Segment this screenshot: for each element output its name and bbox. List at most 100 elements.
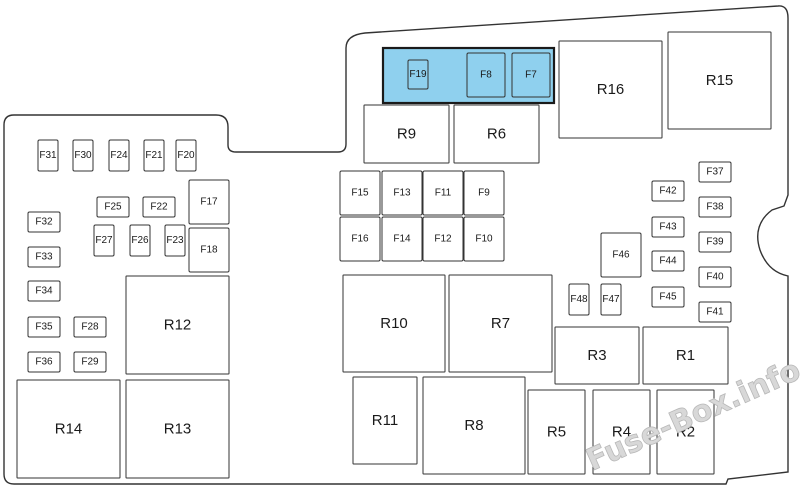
fuse-f42-label: F42: [659, 186, 677, 197]
relay-r12-label: R12: [164, 317, 192, 334]
relay-r6: [453, 104, 540, 164]
fuse-f31-label: F31: [39, 150, 57, 161]
fuse-f17-label: F17: [200, 197, 218, 208]
relay-r5-label: R5: [547, 424, 566, 441]
fuse-f47-label: F47: [602, 294, 620, 305]
fuse-f12-label: F12: [434, 234, 452, 245]
fuse-f48: [568, 283, 590, 316]
relay-r8-label: R8: [464, 417, 483, 434]
fuse-f29: [73, 351, 107, 373]
relay-r2: [656, 389, 715, 475]
fuse-f43: [651, 216, 685, 238]
relay-r13: [125, 379, 230, 479]
fuse-f28-label: F28: [81, 322, 99, 333]
fuse-f44: [651, 250, 685, 272]
relay-r2-label: R2: [676, 424, 695, 441]
relay-r13-label: R13: [164, 421, 192, 438]
fuse-f28: [73, 316, 107, 338]
relay-r9: [363, 104, 450, 164]
relay-r9-label: R9: [397, 126, 416, 143]
fuse-f30-label: F30: [74, 150, 92, 161]
fuse-f22: [142, 196, 176, 218]
fuse-f24-label: F24: [110, 150, 128, 161]
fuse-f13-label: F13: [393, 188, 411, 199]
relay-r14: [16, 379, 121, 479]
fuse-f45: [651, 286, 685, 308]
relay-r6-label: R6: [487, 126, 506, 143]
fuse-f7: [511, 52, 551, 98]
fuse-f16-label: F16: [351, 234, 369, 245]
fuse-f19: [407, 59, 429, 90]
fuse-f34: [27, 280, 61, 302]
fuse-f15-label: F15: [351, 188, 369, 199]
fuse-f40-label: F40: [706, 272, 724, 283]
relay-r10: [342, 274, 446, 373]
fuse-f35: [27, 316, 61, 338]
fuse-f17: [188, 179, 230, 225]
relay-r1: [642, 326, 729, 385]
fuse-f27: [93, 224, 115, 257]
fuse-f32-label: F32: [35, 217, 53, 228]
fuse-f33: [27, 246, 61, 268]
fuse-f8: [466, 52, 506, 98]
fuse-f18: [188, 227, 230, 273]
fuse-f34-label: F34: [35, 286, 53, 297]
relay-r16: [558, 40, 663, 139]
fuse-f14-label: F14: [393, 234, 411, 245]
fuse-f19-label: F19: [409, 69, 427, 80]
fuse-f46-label: F46: [612, 250, 630, 261]
fuse-f40: [698, 266, 732, 288]
fuse-f37-label: F37: [706, 167, 724, 178]
relay-r15: [667, 31, 772, 130]
fuse-f41-label: F41: [706, 307, 724, 318]
fuse-f23: [164, 224, 186, 257]
fuse-f10: [463, 216, 505, 262]
fuse-f18-label: F18: [200, 245, 218, 256]
fuse-f35-label: F35: [35, 322, 53, 333]
fuse-f10-label: F10: [475, 234, 493, 245]
fuse-f41: [698, 301, 732, 323]
fuse-f9: [463, 170, 505, 216]
relay-r10-label: R10: [380, 315, 408, 332]
fuse-f36-label: F36: [35, 357, 53, 368]
fuse-f33-label: F33: [35, 252, 53, 263]
relay-r4: [592, 389, 651, 475]
fuse-f8-label: F8: [480, 70, 492, 81]
fuse-relay-cells: R1R2R3R4R5R6R7R8R9R10R11R12R13R14R15R16F…: [16, 31, 772, 479]
fuse-f39-label: F39: [706, 237, 724, 248]
fuse-f25: [96, 196, 130, 218]
fuse-f27-label: F27: [95, 235, 113, 246]
fuse-f48-label: F48: [570, 294, 588, 305]
fuse-f9-label: F9: [478, 188, 490, 199]
fuse-f20-label: F20: [177, 150, 195, 161]
fuse-f21: [143, 139, 165, 172]
relay-r11-label: R11: [372, 412, 398, 429]
fuse-f38: [698, 196, 732, 218]
fuse-f30: [72, 139, 94, 172]
relay-r11: [352, 376, 418, 465]
relay-r3-label: R3: [587, 347, 606, 364]
fuse-f20: [175, 139, 197, 172]
fuse-f14: [381, 216, 423, 262]
relay-r7-label: R7: [491, 315, 510, 332]
fuse-f46: [600, 232, 642, 278]
fuse-f26: [129, 224, 151, 257]
relay-r3: [554, 326, 640, 385]
fuse-f36: [27, 351, 61, 373]
fuse-f11: [422, 170, 464, 216]
fuse-f42: [651, 180, 685, 202]
fuse-f21-label: F21: [145, 150, 163, 161]
fuse-f43-label: F43: [659, 222, 677, 233]
fuse-f12: [422, 216, 464, 262]
fuse-f39: [698, 231, 732, 253]
relay-r14-label: R14: [55, 421, 83, 438]
fuse-f29-label: F29: [81, 357, 99, 368]
relay-r15-label: R15: [706, 72, 734, 89]
fuse-f32: [27, 211, 61, 233]
fuse-f26-label: F26: [131, 235, 149, 246]
fuse-f23-label: F23: [166, 235, 184, 246]
relay-r1-label: R1: [676, 347, 695, 364]
fuse-f45-label: F45: [659, 292, 677, 303]
fuse-f44-label: F44: [659, 256, 677, 267]
